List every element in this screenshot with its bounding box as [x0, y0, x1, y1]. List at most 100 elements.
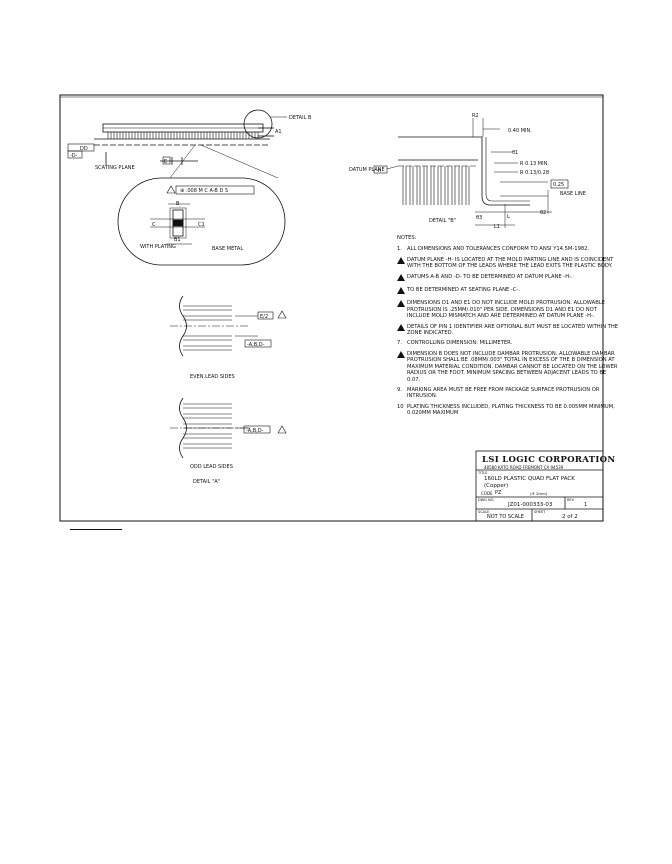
note-text: Marking area must be free from package s… [407, 386, 600, 400]
note-item: 1. All dimensions and tolerances conform … [397, 246, 619, 252]
note-triangle-icon [397, 256, 407, 270]
odd-frame-label: -A,B,D- [246, 428, 264, 434]
warning-triangle-icon [397, 350, 405, 358]
warning-triangle-icon [397, 256, 405, 264]
odd-lead-detail [170, 397, 250, 459]
r2-label: R2 [472, 113, 479, 119]
with-plating-label: WITH PLATING [140, 244, 176, 250]
note-item: Datums A-B and -D- to be determined at d… [397, 273, 619, 283]
title-line2: (Copper) [484, 483, 509, 489]
even-ref-box [257, 311, 274, 320]
scale-value: NOT TO SCALE [487, 514, 524, 520]
base-metal-label: BASE METAL [212, 246, 243, 252]
radius-range-label: R 0.13/0.28 [520, 170, 549, 176]
datum-plane-label: DATUM PLANE [349, 167, 385, 173]
note-triangle-icon [397, 300, 407, 319]
odd-frame-triangle [277, 425, 287, 434]
notes-list: 1. All dimensions and tolerances conform … [397, 246, 619, 416]
note-text: Controlling dimension: millimeter. [407, 340, 513, 347]
lead-section-zoom [117, 144, 286, 266]
fcf-frame-text: ⊕ .008 M C A-B D S [180, 188, 228, 194]
drawing-border [59, 94, 604, 522]
fcf-frame [175, 185, 255, 195]
detail-b-caption: DETAIL "B" [429, 218, 456, 224]
base-line-label: BASE LINE [560, 191, 586, 197]
e-box-label: E [164, 159, 167, 165]
l-label: L [507, 214, 510, 220]
zoom-c1-label: C1 [198, 222, 205, 228]
note-number: 1. [397, 246, 402, 253]
odd-lead-sides-label: ODD LEAD SIDES [190, 464, 233, 470]
min-040-label: 0.40 MIN. [508, 128, 532, 134]
note-text: Dimensions D1 and E1 do not include mold… [407, 300, 605, 320]
e-box [162, 156, 171, 165]
notes-heading: NOTES: [397, 235, 417, 241]
warning-triangle-icon [397, 323, 405, 331]
note-text: All dimensions and tolerances conform to… [407, 246, 590, 253]
warning-triangle-icon [397, 300, 405, 308]
note-item: Datum plane -H- is located at the mold p… [397, 256, 619, 270]
note-item: Dimensions D1 and E1 do not include mold… [397, 300, 619, 319]
gauge-box [550, 179, 569, 189]
detail-b-circle [243, 109, 273, 139]
note-item: 7. Controlling dimension: millimeter. [397, 340, 619, 346]
datum-frame-dd: DD [80, 146, 88, 152]
even-ref-label: E/2 [260, 314, 268, 320]
radius-min-label: R 0.13 MIN. [520, 161, 549, 167]
note-number: 7. [397, 340, 402, 347]
seating-plane-label: SCATING PLANE [95, 165, 135, 171]
sheet-value: 2 of 2 [562, 514, 578, 520]
scale-label: SCALE [478, 510, 490, 514]
note-triangle-icon [397, 287, 407, 296]
company-name: LSI LOGIC CORPORATION [482, 455, 616, 465]
detail-b-view [398, 118, 552, 228]
title-label: TITLE [478, 471, 488, 475]
odd-frame-box [243, 425, 271, 434]
size-note: (IF 2mm) [530, 491, 548, 496]
rev-label: REV [567, 498, 575, 502]
title-block-frame [475, 450, 604, 522]
note-text: To be determined at seating plane -C-. [407, 287, 520, 294]
theta3-label: θ3 [476, 215, 482, 221]
note-item: 9. Marking area must be free from package… [397, 387, 619, 400]
dwg-label: DWG NO. [478, 498, 495, 502]
title-line1: 160LD PLASTIC QUAD FLAT PACK [484, 476, 575, 482]
code-value: PZ [495, 490, 502, 496]
datum-frame-d [67, 150, 83, 159]
note-text: Plating thickness included, plating thic… [407, 403, 615, 417]
rev-value: 1 [584, 502, 588, 508]
detail-a-label: DETAIL "A" [193, 479, 220, 485]
datum-h-box [373, 165, 388, 174]
datum-h-label: -H- [376, 168, 384, 174]
note-triangle-icon [397, 350, 407, 383]
warning-triangle-icon [397, 273, 405, 281]
notes-block: NOTES: 1. All dimensions and tolerances c… [397, 235, 619, 421]
side-view [94, 123, 274, 165]
note-text: Dimension B does not include dambar prot… [407, 350, 618, 383]
note-number: 9. [397, 386, 402, 393]
even-ref-triangle [277, 310, 287, 319]
theta1-label: θ1 [512, 150, 518, 156]
note-item: 10Plating thickness included, plating th… [397, 404, 619, 417]
warning-triangle-icon [397, 287, 405, 295]
note-text: Details of pin 1 identifier are optional… [407, 323, 619, 337]
note-item: Details of pin 1 identifier are optional… [397, 323, 619, 337]
datum-d-label: -D- [70, 153, 78, 159]
zoom-b-label: B [176, 201, 180, 207]
a1-label: A1 [275, 129, 282, 135]
note-number: 10 [397, 403, 404, 410]
note-triangle-icon [397, 323, 407, 337]
code-label: CODE [481, 491, 493, 496]
gauge-label: 0.25 [553, 182, 564, 188]
zoom-b1-label: B1 [174, 237, 181, 243]
fcf-triangle [166, 185, 176, 194]
note-text: Datums A-B and -D- to be determined at d… [407, 273, 573, 280]
footnote-rule [70, 529, 122, 530]
even-frame-box [244, 339, 272, 348]
sheet-label: SHEET [534, 510, 546, 514]
even-lead-detail [170, 295, 258, 357]
datum-h-leader [386, 165, 399, 170]
company-address: 48580 KATO ROAD FREMONT CA 94539 [484, 465, 564, 470]
note-item: Dimension B does not include dambar prot… [397, 350, 619, 383]
